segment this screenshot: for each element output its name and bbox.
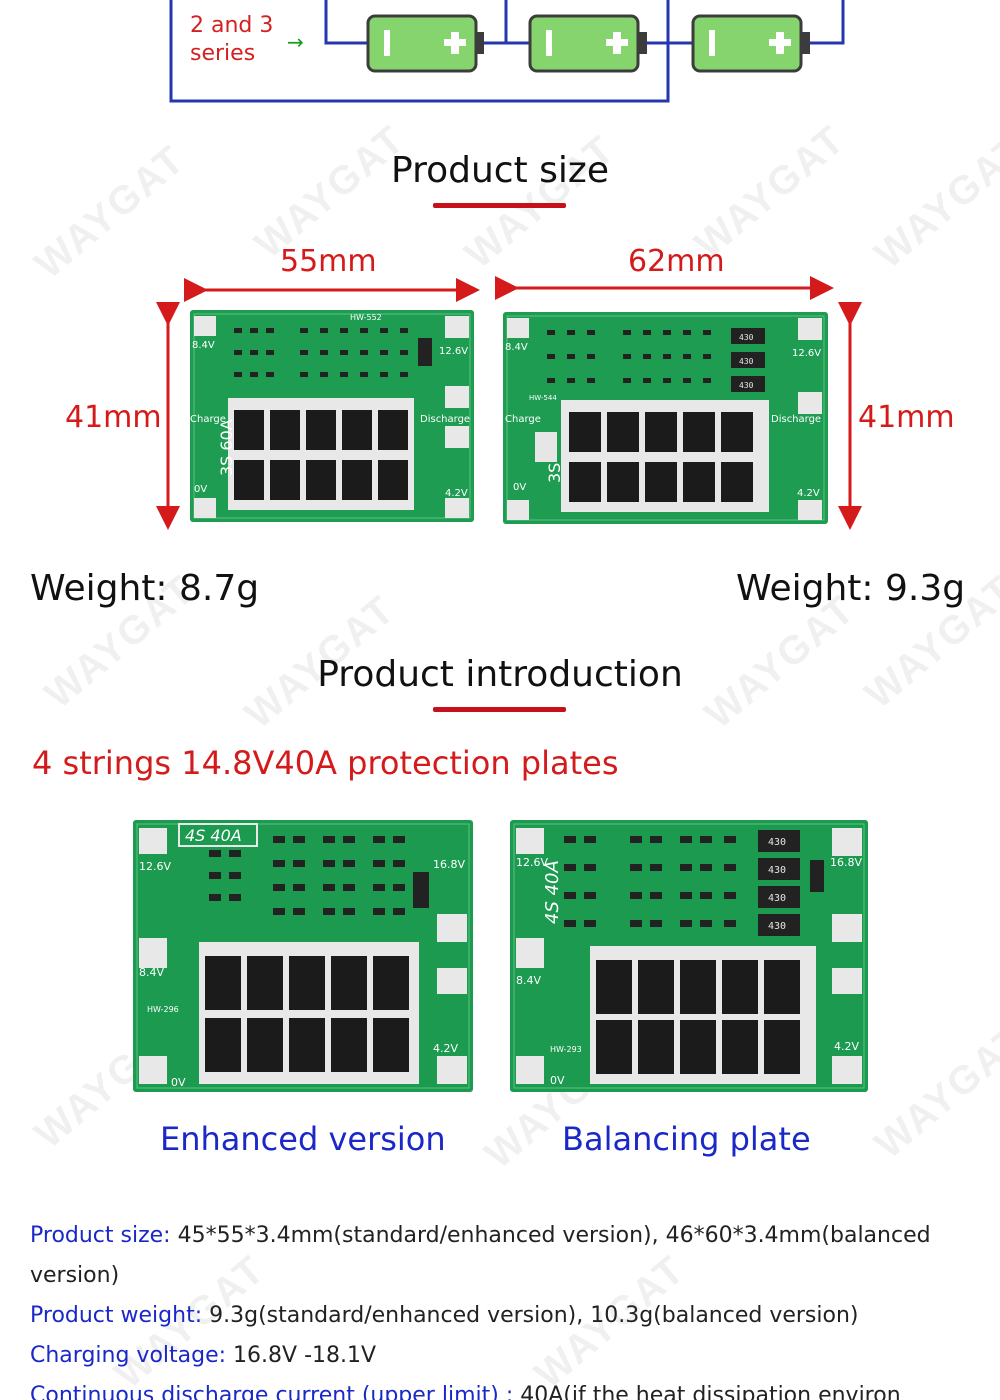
svg-text:430: 430 [768, 837, 786, 848]
right-height-label: 41mm [858, 400, 955, 435]
spec-value: 9.3g(standard/enhanced version), 10.3g(b… [202, 1303, 859, 1328]
svg-text:0V: 0V [513, 482, 526, 493]
svg-text:430: 430 [768, 893, 786, 904]
spec-value: 45*55*3.4mm(standard/enhanced version), … [30, 1223, 931, 1288]
svg-text:12.6V: 12.6V [792, 348, 821, 359]
svg-text:430: 430 [768, 865, 786, 876]
green-arrow-icon: → [287, 30, 304, 54]
svg-text:4S 40A: 4S 40A [185, 826, 242, 845]
svg-text:12.6V: 12.6V [139, 860, 171, 873]
board-enhanced-version: 4S 40A 12.6V 16.8V 8.4V HW-296 4.2V 0V [133, 820, 473, 1092]
svg-text:Charge: Charge [190, 414, 226, 425]
product-introduction-title: Product introduction [317, 654, 683, 695]
svg-text:8.4V: 8.4V [516, 974, 541, 987]
board-3s-balanced: 430 430 430 8.4V 12.6V Charge Discharge … [503, 312, 828, 524]
enhanced-version-caption: Enhanced version [160, 1120, 446, 1158]
right-weight: Weight: 9.3g [736, 568, 966, 609]
svg-text:12.6V: 12.6V [516, 856, 548, 869]
svg-text:4.2V: 4.2V [433, 1042, 458, 1055]
svg-text:3S: 3S [545, 463, 564, 483]
product-size-title: Product size [391, 150, 609, 191]
spec-key: Product size: [30, 1223, 171, 1248]
board-3s-60a: 8.4V 12.6V Charge Discharge 0V 4.2V HW-5… [190, 310, 474, 522]
title-underline [433, 707, 566, 712]
spec-discharge-current: Continuous discharge current (upper limi… [30, 1376, 980, 1400]
right-width-label: 62mm [628, 244, 725, 279]
svg-text:4.2V: 4.2V [834, 1040, 859, 1053]
svg-text:430: 430 [739, 357, 754, 366]
intro-subtitle: 4 strings 14.8V40A protection plates [32, 744, 619, 782]
svg-text:16.8V: 16.8V [830, 856, 862, 869]
svg-text:0V: 0V [171, 1076, 186, 1089]
dimension-arrows [156, 276, 862, 530]
svg-text:16.8V: 16.8V [433, 858, 465, 871]
svg-text:HW-544: HW-544 [529, 394, 557, 402]
svg-text:0V: 0V [550, 1074, 565, 1087]
svg-text:12.6V: 12.6V [439, 346, 468, 357]
spec-key: Charging voltage: [30, 1343, 227, 1368]
title-underline [433, 203, 566, 208]
svg-text:4.2V: 4.2V [445, 488, 468, 499]
svg-text:Discharge: Discharge [771, 414, 821, 425]
spec-product-size: Product size: 45*55*3.4mm(standard/enhan… [30, 1216, 980, 1296]
spec-value: 16.8V -18.1V [226, 1343, 377, 1368]
spec-value: 40A(if the heat dissipation environ [513, 1383, 901, 1400]
left-weight: Weight: 8.7g [30, 568, 260, 609]
svg-text:4.2V: 4.2V [797, 488, 820, 499]
series-wiring-diagram: 2 and 3 series → [0, 0, 1000, 110]
svg-text:HW-293: HW-293 [550, 1045, 582, 1054]
svg-text:HW-296: HW-296 [147, 1005, 179, 1014]
left-width-label: 55mm [280, 244, 377, 279]
series-label: 2 and 3 series [190, 13, 274, 66]
svg-text:430: 430 [739, 333, 754, 342]
board-balancing-plate: 430 430 430 430 4S 40A 12.6V 16.8V 8.4V … [510, 820, 868, 1092]
left-height-label: 41mm [65, 400, 162, 435]
svg-text:Charge: Charge [505, 414, 541, 425]
svg-text:8.4V: 8.4V [139, 966, 164, 979]
watermark: WAYGAT [866, 1017, 1000, 1168]
spec-key: Continuous discharge current (upper limi… [30, 1383, 514, 1400]
spec-key: Product weight: [30, 1303, 203, 1328]
svg-text:0V: 0V [194, 484, 207, 495]
svg-text:430: 430 [768, 921, 786, 932]
svg-text:4S 40A: 4S 40A [542, 860, 563, 924]
svg-text:HW-552: HW-552 [350, 313, 382, 322]
svg-text:430: 430 [739, 381, 754, 390]
svg-text:8.4V: 8.4V [192, 340, 215, 351]
svg-text:Discharge: Discharge [420, 414, 470, 425]
balancing-plate-caption: Balancing plate [562, 1120, 811, 1158]
spec-charging-voltage: Charging voltage: 16.8V -18.1V [30, 1336, 980, 1376]
svg-text:3S 60A: 3S 60A [217, 419, 236, 476]
spec-product-weight: Product weight: 9.3g(standard/enhanced v… [30, 1296, 980, 1336]
svg-text:8.4V: 8.4V [505, 342, 528, 353]
